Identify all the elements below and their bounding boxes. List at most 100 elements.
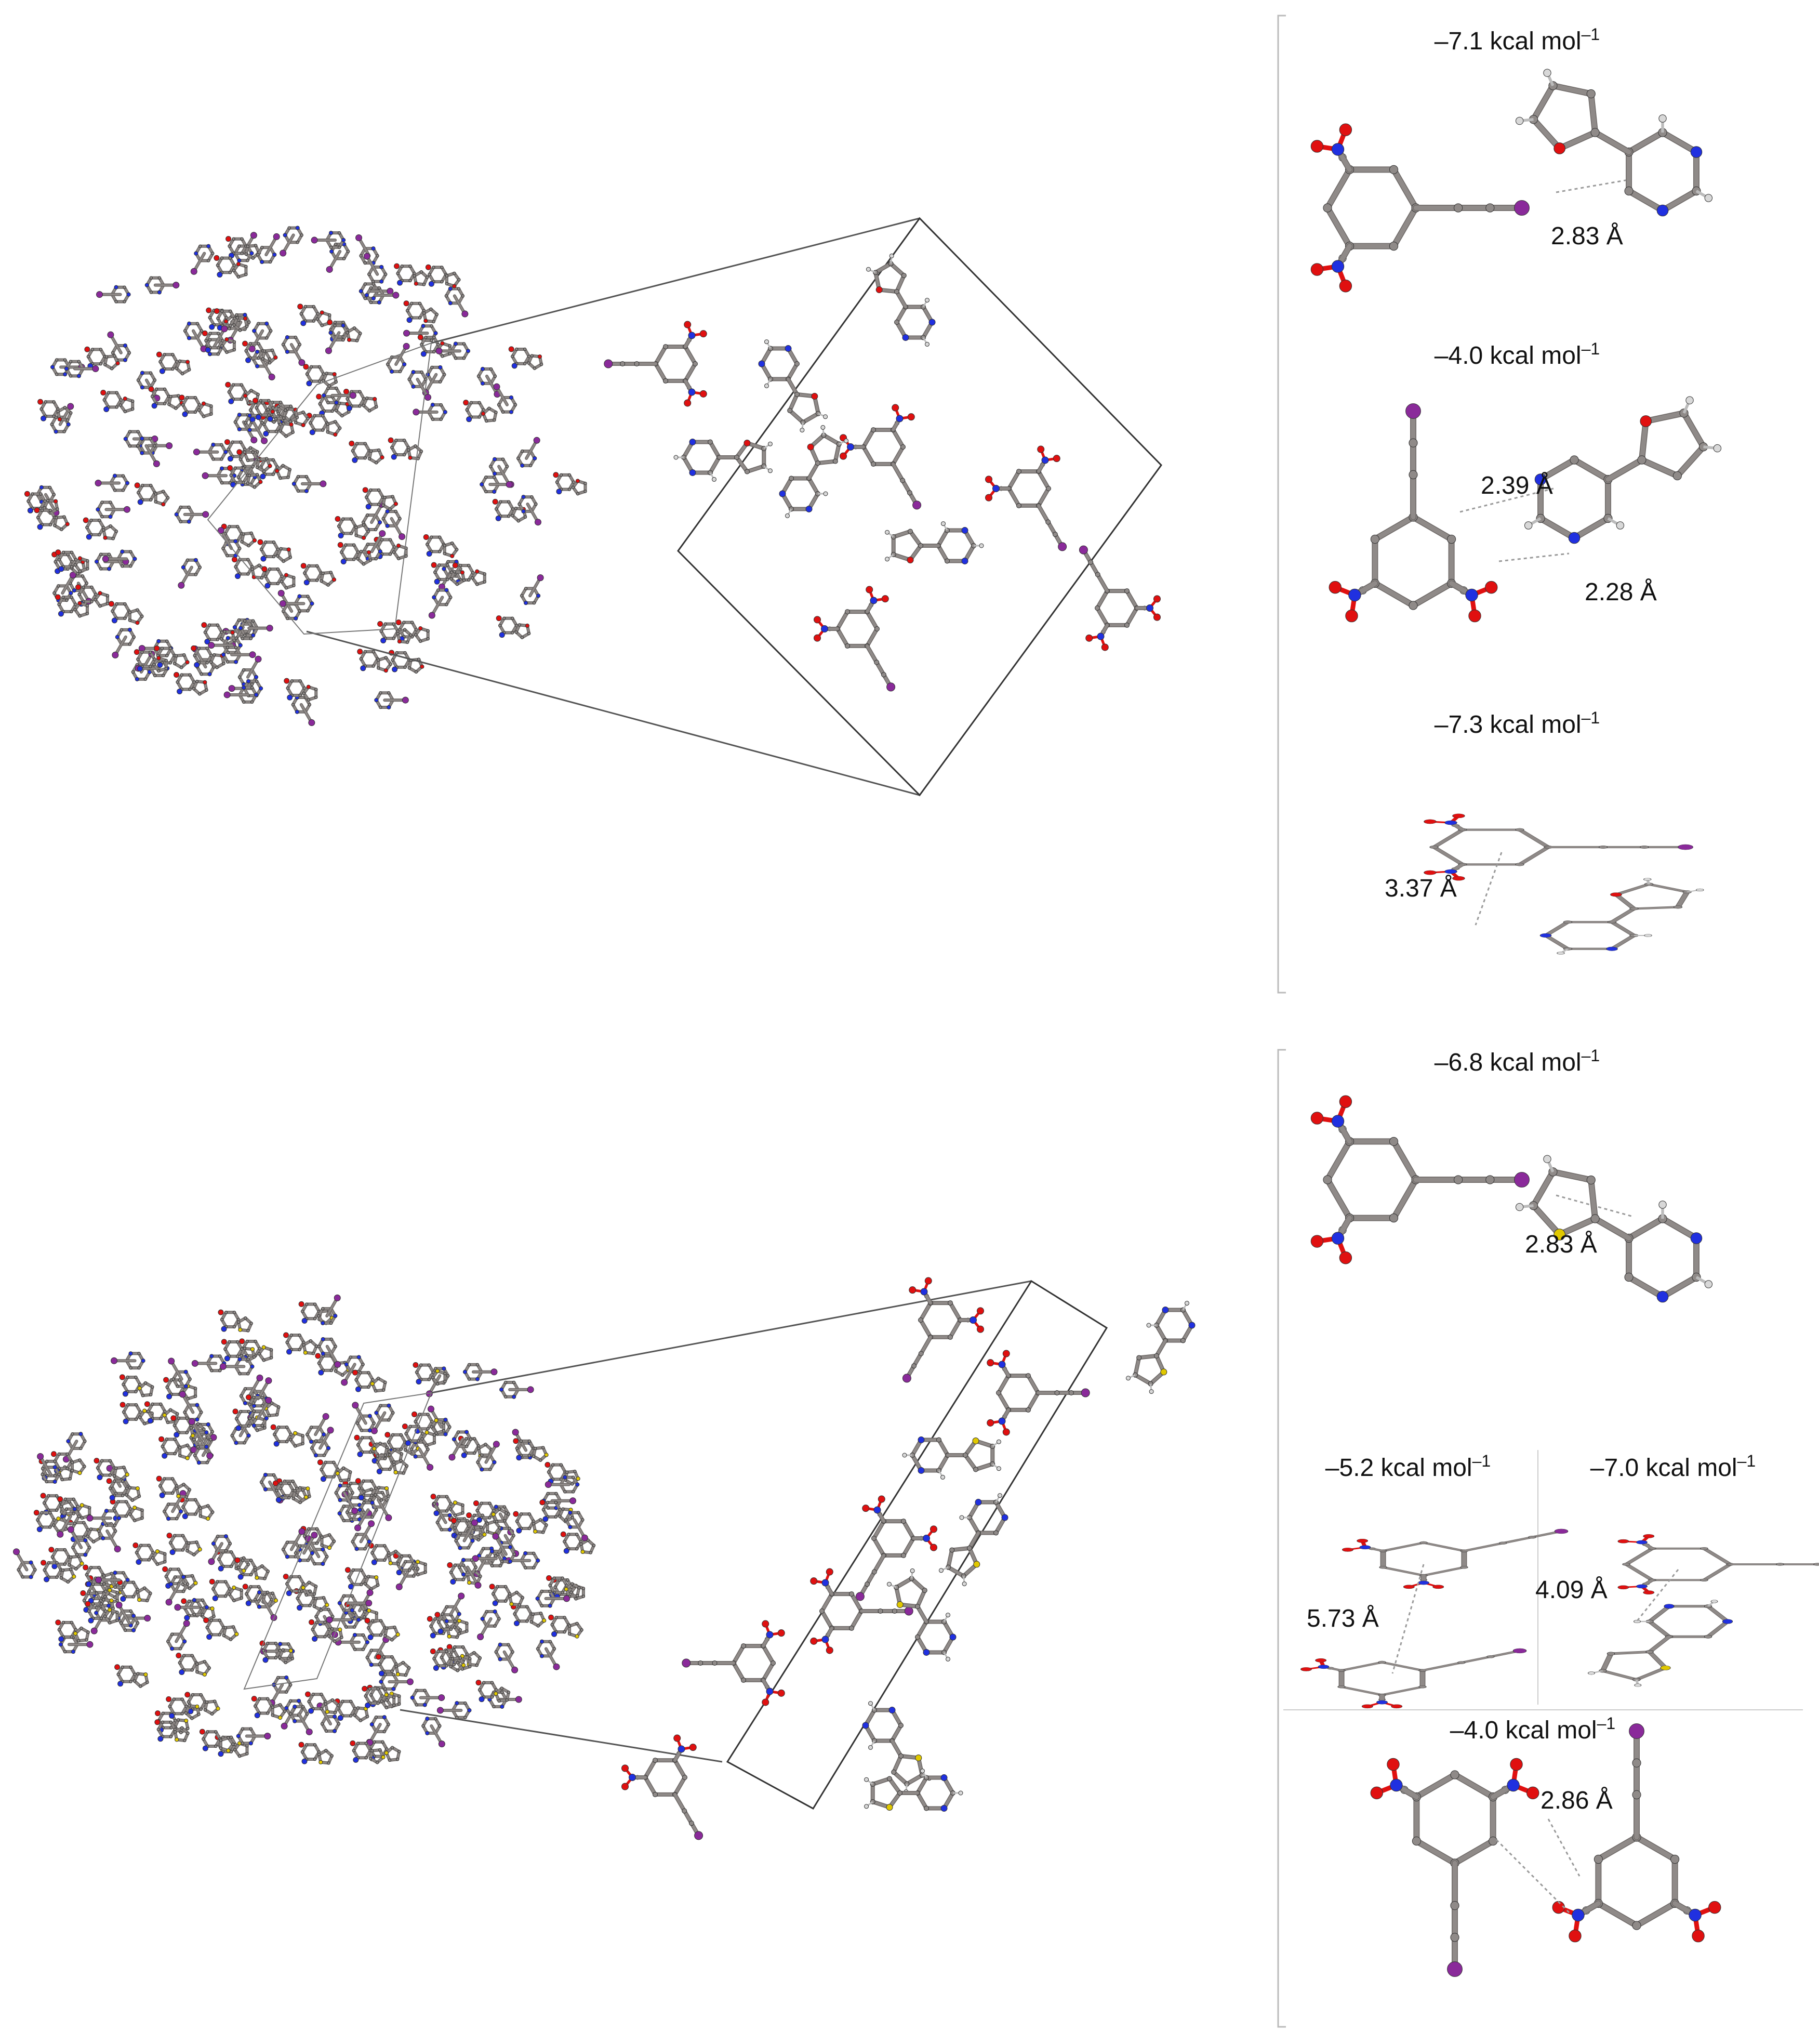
carbon-atom: [149, 665, 152, 668]
carbon-atom: [166, 496, 170, 500]
carbon-atom: [391, 658, 394, 662]
nitrogen-atom: [96, 507, 100, 512]
bond: [1007, 470, 1020, 490]
carbon-atom: [229, 473, 233, 477]
nitrogen-atom: [420, 351, 427, 357]
oxygen-atom: [1424, 870, 1437, 875]
hydrogen-atom: [800, 428, 805, 433]
cell-molecule: [840, 404, 922, 510]
carbon-atom: [292, 584, 296, 587]
carbon-atom: [315, 578, 319, 582]
carbon-atom: [366, 543, 370, 546]
nitrogen-atom: [402, 362, 407, 367]
bond: [1517, 846, 1551, 865]
nitrogen-atom: [69, 591, 73, 596]
carbon-atom: [515, 347, 519, 351]
carbon-atom: [114, 300, 118, 304]
iodine-atom: [223, 691, 231, 698]
bond: [866, 627, 879, 648]
carbon-atom: [165, 654, 169, 657]
carbon-atom: [576, 492, 580, 496]
carbon-atom: [251, 256, 255, 260]
carbon-atom: [149, 371, 153, 375]
bond: [684, 345, 697, 365]
carbon-atom: [235, 316, 239, 320]
carbon-atom: [321, 571, 325, 575]
iodine-atom: [325, 347, 332, 354]
carbon-atom: [185, 558, 190, 562]
oxygen-atom: [297, 304, 303, 310]
carbon-atom: [236, 525, 240, 529]
carbon-atom: [295, 416, 299, 419]
nitrogen-atom: [300, 320, 307, 326]
nitrogen-atom: [896, 415, 904, 423]
iodine-atom: [399, 533, 406, 540]
nitrogen-atom: [961, 557, 968, 564]
carbon-atom: [396, 557, 401, 560]
carbon-atom: [507, 515, 511, 518]
carbon-atom: [377, 666, 380, 670]
carbon-atom: [309, 365, 313, 369]
carbon-atom: [871, 461, 876, 467]
oxygen-atom: [225, 236, 232, 242]
carbon-atom: [115, 602, 118, 606]
carbon-atom: [346, 397, 349, 401]
nitrogen-atom: [1690, 146, 1703, 158]
bond: [874, 262, 893, 274]
carbon-atom: [404, 554, 408, 558]
nitrogen-atom: [992, 485, 1000, 492]
iodine-atom: [403, 329, 410, 337]
carbon-atom: [203, 630, 207, 634]
carbon-atom: [169, 394, 172, 399]
oxygen-atom: [243, 316, 248, 321]
carbon-atom: [374, 557, 378, 561]
iodine-atom: [178, 582, 185, 589]
carbon-atom: [105, 602, 110, 605]
nitrogen-atom: [397, 280, 403, 286]
bond: [1325, 205, 1352, 249]
oxygen-atom: [1310, 140, 1324, 153]
contact-line: [1475, 852, 1503, 926]
nitrogen-atom: [364, 293, 369, 298]
carbon-atom: [242, 532, 245, 536]
nitrogen-atom: [260, 473, 266, 480]
nitrogen-atom: [338, 533, 344, 539]
oxygen-atom: [811, 392, 818, 400]
hydrogen-atom: [1643, 878, 1652, 881]
carbon-atom: [392, 622, 395, 626]
carbon-atom: [307, 698, 310, 702]
bond: [1675, 444, 1706, 478]
hydrogen-atom: [1685, 396, 1694, 404]
carbon-atom: [871, 427, 876, 433]
carbon-atom: [104, 355, 109, 359]
carbon-atom: [388, 507, 392, 511]
carbon-atom: [356, 557, 360, 561]
nitrogen-atom: [187, 336, 192, 340]
carbon-atom: [314, 695, 318, 699]
carbon-atom: [334, 408, 338, 413]
nitrogen-atom: [785, 345, 792, 352]
oxygen-atom: [388, 437, 394, 443]
nitrogen-atom: [306, 380, 312, 387]
hydrogen-atom: [767, 468, 773, 473]
carbon-atom: [383, 622, 387, 626]
carbon-atom: [52, 493, 56, 496]
carbon-atom: [320, 323, 324, 327]
carbon-atom: [445, 274, 449, 278]
iodine-atom: [413, 408, 420, 416]
nitrogen-atom: [157, 662, 163, 668]
oxygen-atom: [366, 550, 371, 555]
top-interaction-1: –7.1 kcal mol–1 2.83 Å: [1310, 25, 1713, 293]
carbon-atom: [288, 556, 293, 559]
carbon-atom: [894, 320, 899, 325]
oxygen-atom: [24, 491, 30, 497]
carbon-atom: [358, 390, 362, 393]
oxygen-atom: [362, 487, 368, 493]
carbon-atom: [352, 558, 356, 561]
carbon-atom: [240, 397, 244, 401]
nitrogen-atom: [115, 635, 120, 639]
bond: [889, 262, 906, 277]
cell-molecule: [885, 521, 984, 564]
packed-molecule: [364, 286, 400, 305]
oxygen-atom: [57, 417, 62, 421]
